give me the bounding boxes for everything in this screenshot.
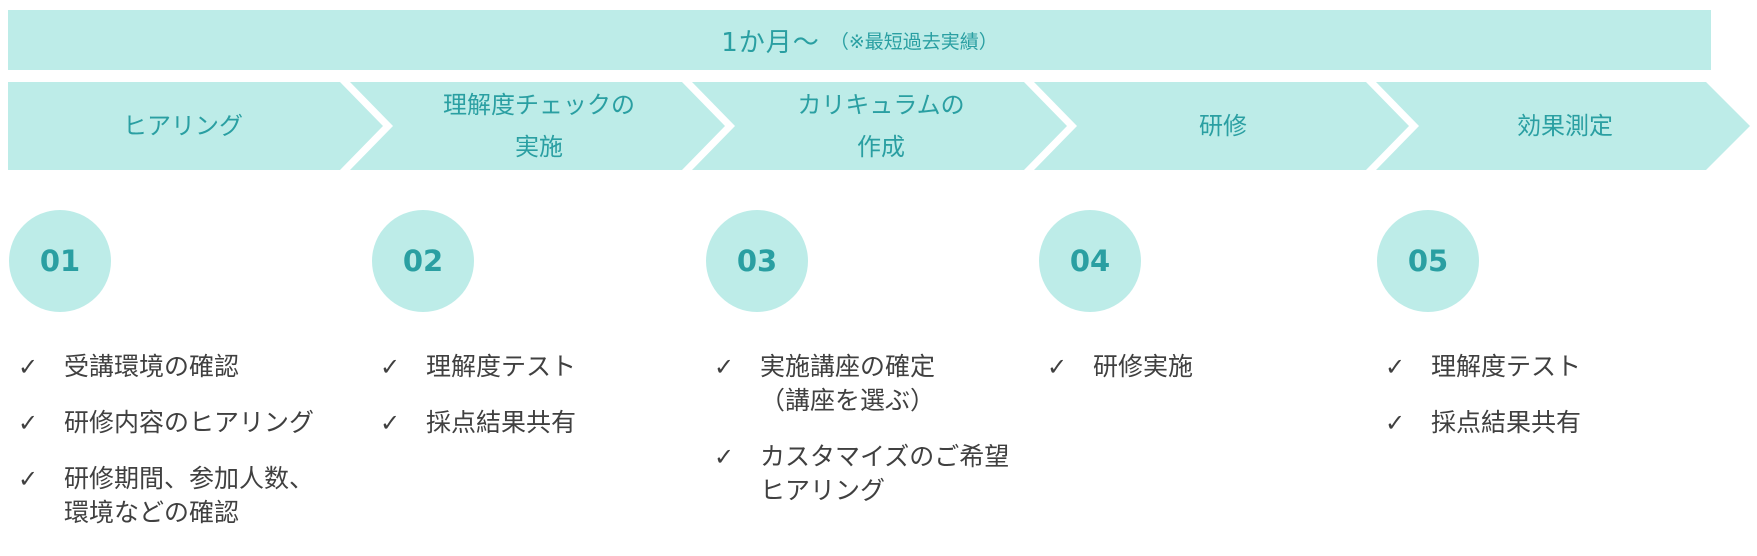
step-number-02: 02 (372, 210, 474, 312)
check-icon: ✓ (18, 409, 39, 437)
check-icon: ✓ (18, 353, 39, 381)
check-icon: ✓ (714, 443, 735, 471)
step-04-items: ✓研修実施 (1047, 350, 1377, 406)
list-item: ✓理解度テスト (380, 350, 710, 384)
step-05-items: ✓理解度テスト ✓採点結果共有 (1385, 350, 1715, 462)
list-item: ✓理解度テスト (1385, 350, 1715, 384)
step-03-items: ✓実施講座の確定 （講座を選ぶ） ✓カスタマイズのご希望 ヒアリング (714, 350, 1044, 530)
process-arrow-step-04 (1034, 82, 1409, 170)
list-item: ✓採点結果共有 (1385, 406, 1715, 440)
check-icon: ✓ (380, 409, 401, 437)
check-icon: ✓ (714, 353, 735, 381)
step-label-05: 効果測定 (1517, 112, 1613, 140)
process-arrow-step-05 (1376, 82, 1750, 170)
list-item: ✓採点結果共有 (380, 406, 710, 440)
check-icon: ✓ (1385, 353, 1406, 381)
list-item: ✓カスタマイズのご希望 ヒアリング (714, 442, 1010, 505)
step-label-01: ヒアリング (123, 112, 243, 140)
step-number-05: 05 (1377, 210, 1479, 312)
duration-text: 1か月〜 (721, 27, 820, 58)
duration-note: （※最短過去実績） (829, 30, 998, 53)
process-arrow-row (8, 82, 1750, 170)
process-arrow-step-01 (8, 82, 383, 170)
list-item: ✓研修期間、参加人数、 環境などの確認 (18, 464, 315, 527)
list-item: ✓研修実施 (1047, 350, 1377, 384)
step-01-items: ✓受講環境の確認 ✓研修内容のヒアリング ✓研修期間、参加人数、 環境などの確認 (18, 350, 348, 552)
list-item: ✓研修内容のヒアリング (18, 406, 348, 440)
step-02-items: ✓理解度テスト ✓採点結果共有 (380, 350, 710, 462)
process-arrow-step-03 (692, 82, 1067, 170)
step-label-03: カリキュラムの 作成 (797, 91, 965, 161)
process-arrow-step-02 (350, 82, 725, 170)
list-item: ✓実施講座の確定 （講座を選ぶ） (714, 352, 936, 415)
check-icon: ✓ (1047, 353, 1068, 381)
duration-banner: 1か月〜 （※最短過去実績） (8, 10, 1711, 70)
step-number-03: 03 (706, 210, 808, 312)
check-icon: ✓ (380, 353, 401, 381)
step-label-04: 研修 (1199, 112, 1247, 140)
step-label-02: 理解度チェックの 実施 (443, 91, 635, 161)
step-number-04: 04 (1039, 210, 1141, 312)
step-number-01: 01 (9, 210, 111, 312)
check-icon: ✓ (1385, 409, 1406, 437)
check-icon: ✓ (18, 465, 39, 493)
list-item: ✓受講環境の確認 (18, 350, 348, 384)
